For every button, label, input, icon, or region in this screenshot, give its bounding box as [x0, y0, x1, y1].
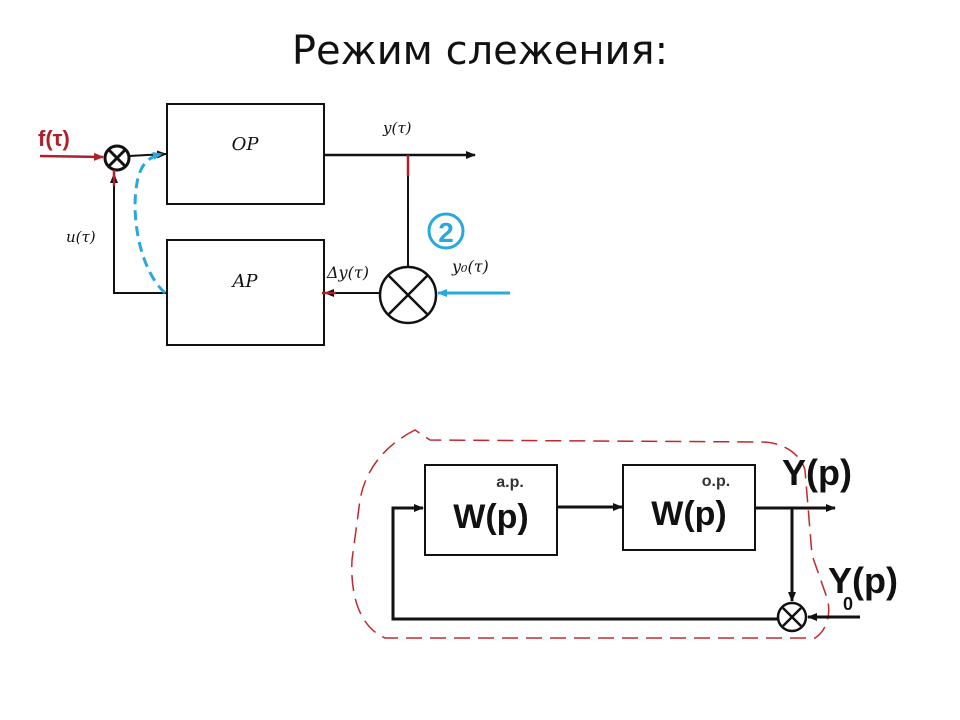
mode-marker-text: 2 [438, 217, 454, 248]
output-label: Y(p) [782, 452, 852, 493]
contour-outline [351, 429, 830, 639]
block-ar-top-label: AP [230, 271, 258, 292]
disturbance-arrow [39, 152, 104, 161]
block-ar-superscript: а.р. [496, 474, 524, 491]
block-ar-func: W(p) [453, 498, 529, 536]
bottom-comparator [776, 601, 808, 633]
signal-u-label: u(τ) [66, 228, 96, 246]
junction-to-or-line [128, 150, 167, 159]
control-u-line [110, 173, 167, 294]
signal-y-label: y(τ) [382, 119, 412, 137]
signal-y0-label: y₀(τ) [451, 257, 489, 276]
block-or-top-label: OP [232, 134, 260, 155]
signal-dy-label: Δy(τ) [326, 263, 369, 282]
block-or-top [166, 103, 325, 205]
setpoint-subscript: 0 [843, 594, 853, 614]
mode-marker-circle: 2 [427, 212, 465, 250]
top-diagram: OP AP f(τ) y(τ) [38, 103, 510, 346]
block-or-func: W(p) [651, 495, 727, 533]
comparator-junction [378, 265, 438, 325]
block-or-superscript: о.р. [702, 473, 730, 490]
slide-title: Режим слежения: [291, 28, 669, 74]
highlight-path [133, 151, 167, 295]
block-ar-top [166, 239, 325, 346]
bottom-diagram: а.р. W(p) о.р. W(p) Y(p) Y(p) 0 [351, 429, 898, 639]
feedback-loop-line [391, 504, 778, 621]
block-ar-bottom [424, 464, 558, 556]
signal-f-label: f(τ) [38, 126, 70, 151]
input-summing-junction [103, 144, 131, 172]
setpoint-label: Y(p) [828, 560, 898, 601]
